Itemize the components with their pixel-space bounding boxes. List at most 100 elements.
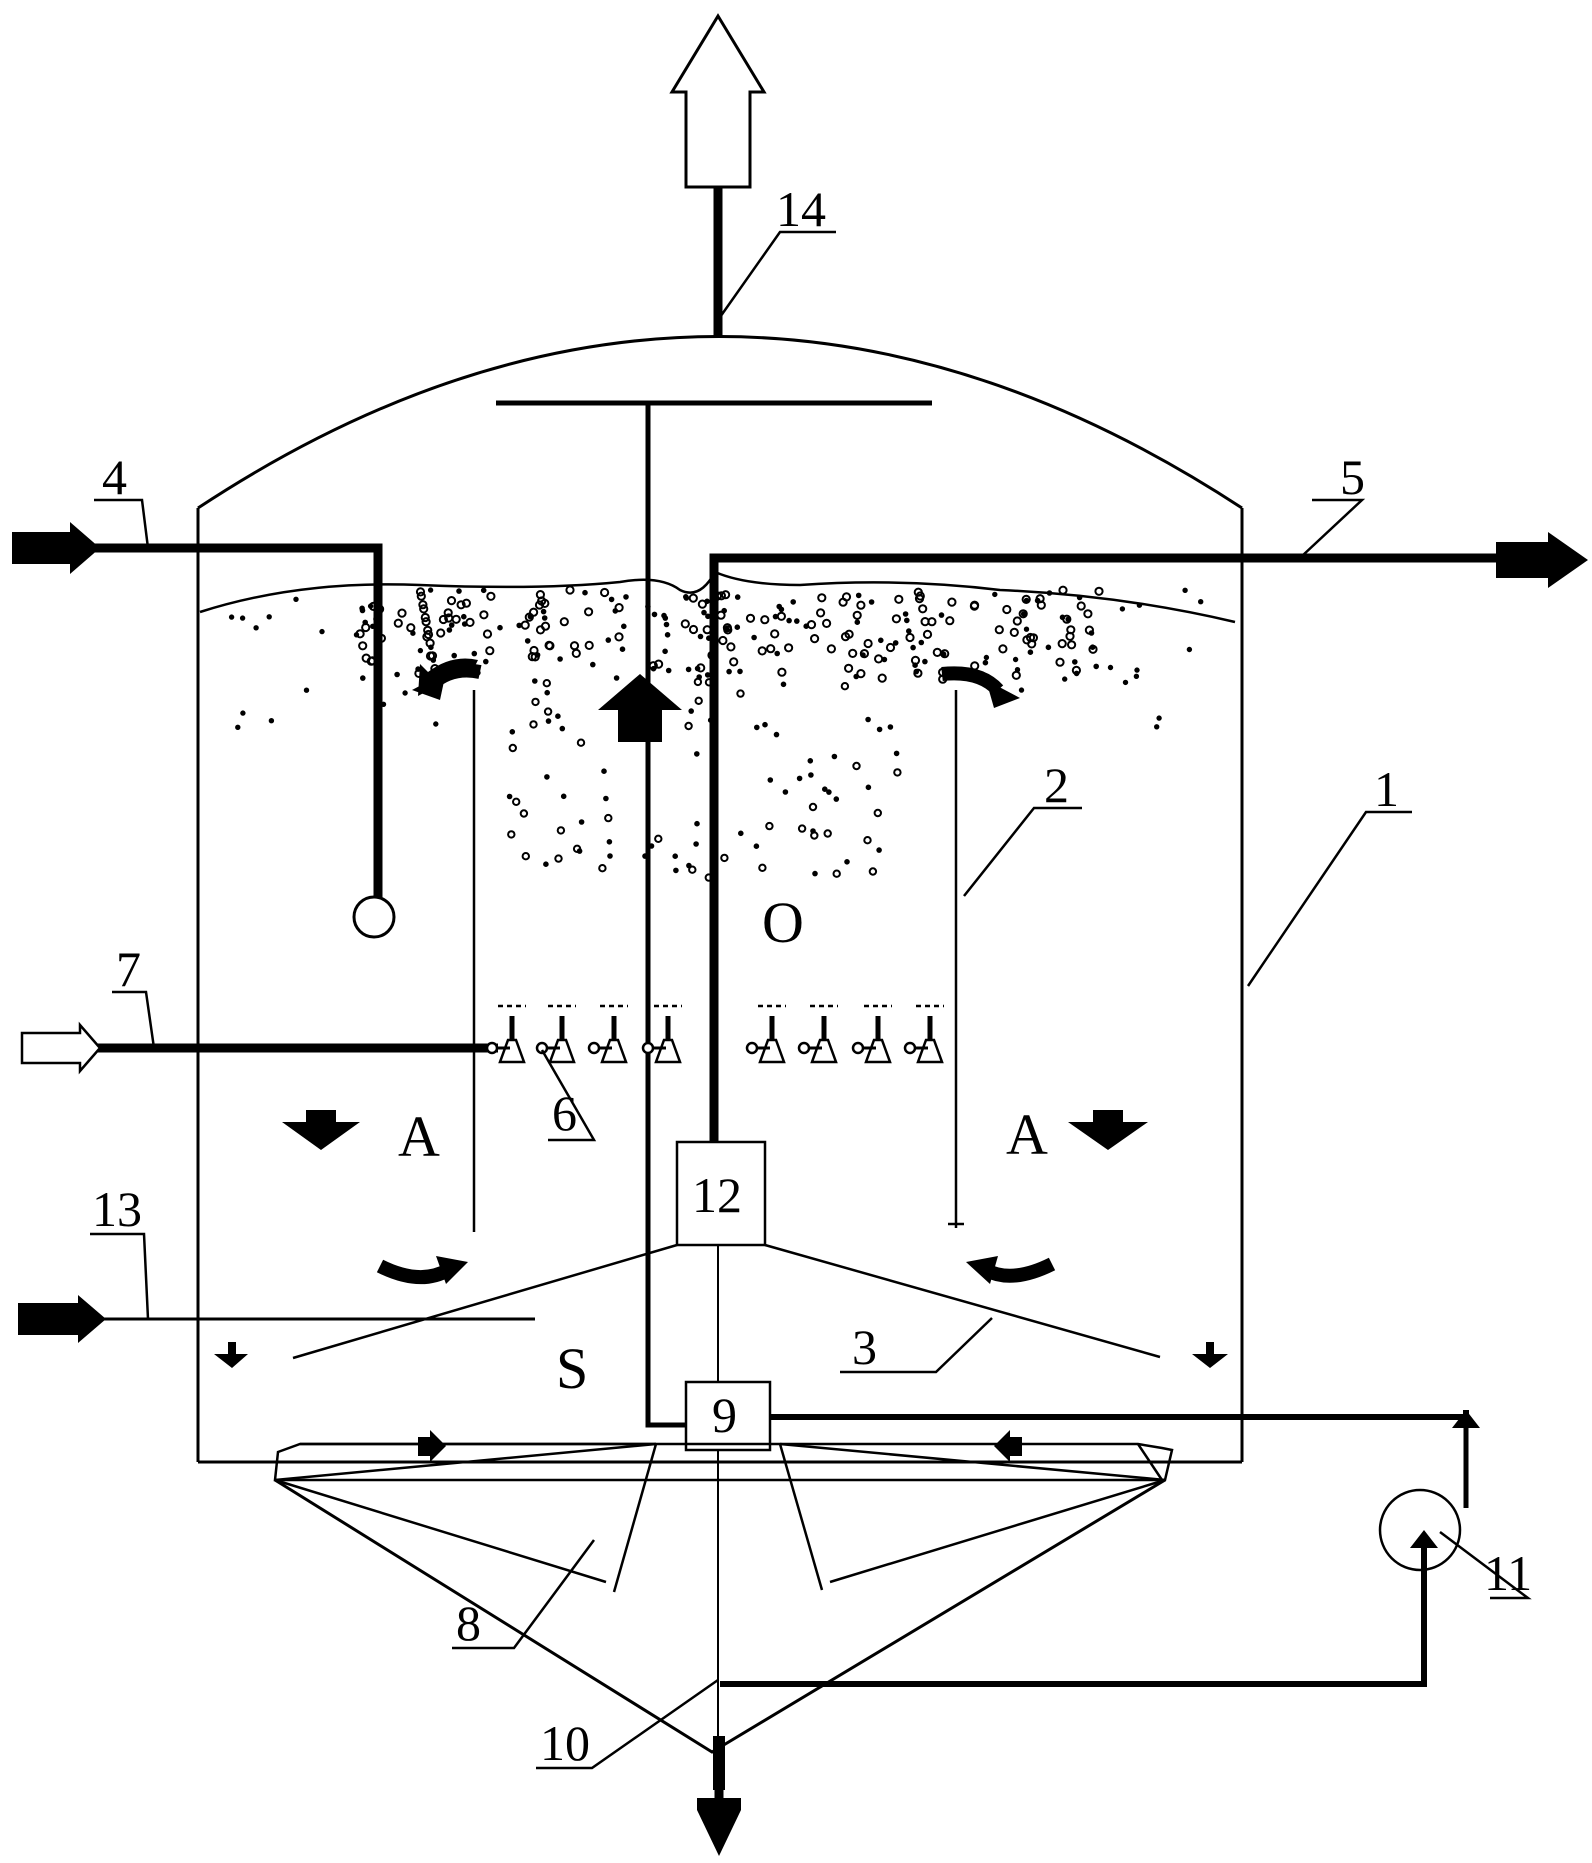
- bubble: [720, 853, 729, 863]
- bubble: [529, 720, 538, 729]
- bubble: [1020, 611, 1027, 617]
- bubble: [684, 721, 693, 731]
- bubble: [479, 610, 489, 620]
- bubble: [559, 725, 566, 732]
- bubble: [810, 831, 819, 840]
- bubble: [751, 634, 757, 641]
- bubble: [832, 869, 841, 878]
- bubble: [446, 596, 457, 606]
- bubble: [650, 665, 657, 672]
- bubble: [623, 594, 629, 600]
- water-surface: [199, 570, 1236, 624]
- bubble: [680, 619, 690, 629]
- bubble: [654, 659, 664, 669]
- aerator-nozzle: [641, 1004, 682, 1064]
- bubble: [1036, 600, 1046, 610]
- recycle-line-to-9: [645, 403, 686, 1428]
- bubble: [737, 668, 743, 675]
- bubble: [760, 615, 770, 625]
- bubble: [688, 593, 698, 603]
- bubble: [721, 590, 731, 600]
- bubble: [1071, 665, 1082, 676]
- bubble: [509, 729, 516, 735]
- bubble: [777, 667, 787, 677]
- label-5: 5: [1340, 449, 1365, 505]
- bubble: [726, 668, 732, 675]
- bubble: [887, 724, 894, 730]
- bubble: [992, 591, 998, 598]
- bubble: [772, 613, 779, 620]
- bubble: [786, 617, 792, 624]
- bubble: [1156, 715, 1162, 721]
- label-4: 4: [102, 449, 127, 505]
- bubble: [904, 617, 910, 624]
- bubble: [359, 607, 366, 614]
- bubble: [1011, 670, 1021, 680]
- bubble: [922, 629, 933, 640]
- bubble: [766, 644, 776, 654]
- outlet-pipe-5: [709, 532, 1588, 1145]
- bubble: [319, 628, 325, 635]
- bubble: [584, 640, 594, 651]
- bubble: [856, 600, 866, 610]
- bubble: [726, 642, 736, 652]
- bubble: [604, 813, 613, 823]
- bubble: [557, 656, 563, 662]
- sloped-plates-3: [292, 1243, 1161, 1360]
- bubble: [427, 587, 434, 593]
- box-9: [684, 1380, 772, 1452]
- bubble: [240, 710, 246, 716]
- bubble: [938, 612, 945, 618]
- bubble: [878, 637, 884, 644]
- aerator-nozzle: [535, 1004, 576, 1064]
- bubble: [796, 775, 803, 782]
- bubble: [1002, 604, 1012, 615]
- bubble: [565, 585, 575, 595]
- bubble: [555, 713, 561, 720]
- bubble: [433, 721, 439, 727]
- bubble: [1136, 602, 1143, 608]
- bubble: [767, 777, 774, 783]
- bubble: [1045, 644, 1052, 651]
- bubble: [519, 809, 529, 818]
- bubble: [1067, 640, 1077, 650]
- bubble: [1083, 609, 1093, 619]
- bubble: [1093, 663, 1099, 670]
- bubble: [1182, 587, 1188, 593]
- bubble: [461, 598, 471, 608]
- bubble: [664, 632, 671, 638]
- bubble: [945, 616, 955, 626]
- bubble: [353, 632, 360, 638]
- bubble: [694, 820, 700, 827]
- bubble: [734, 624, 741, 631]
- bubble: [521, 852, 530, 861]
- bubble: [417, 647, 424, 654]
- bubble: [497, 624, 503, 631]
- bubble: [826, 789, 832, 795]
- bubble: [797, 824, 807, 833]
- bubble: [416, 591, 426, 601]
- bubble: [465, 617, 475, 628]
- bubble: [982, 659, 989, 666]
- aerators-6: [485, 1004, 944, 1064]
- bubble: [485, 646, 495, 656]
- bubble: [545, 718, 552, 724]
- bubble: [394, 671, 400, 678]
- bubble: [838, 597, 848, 607]
- bubble: [554, 854, 563, 863]
- bubble: [532, 678, 538, 684]
- bubble: [1012, 656, 1019, 663]
- bubble: [683, 594, 689, 600]
- bubble: [406, 623, 416, 633]
- bubble: [545, 641, 555, 651]
- bubble: [613, 675, 620, 681]
- bubble: [663, 621, 670, 628]
- bubble: [451, 614, 461, 624]
- bubble: [516, 622, 523, 629]
- bubble: [603, 795, 609, 802]
- bubble: [571, 648, 581, 659]
- bubble: [228, 614, 235, 620]
- bubble: [969, 601, 980, 611]
- bubble: [912, 662, 918, 669]
- bubble: [697, 633, 704, 640]
